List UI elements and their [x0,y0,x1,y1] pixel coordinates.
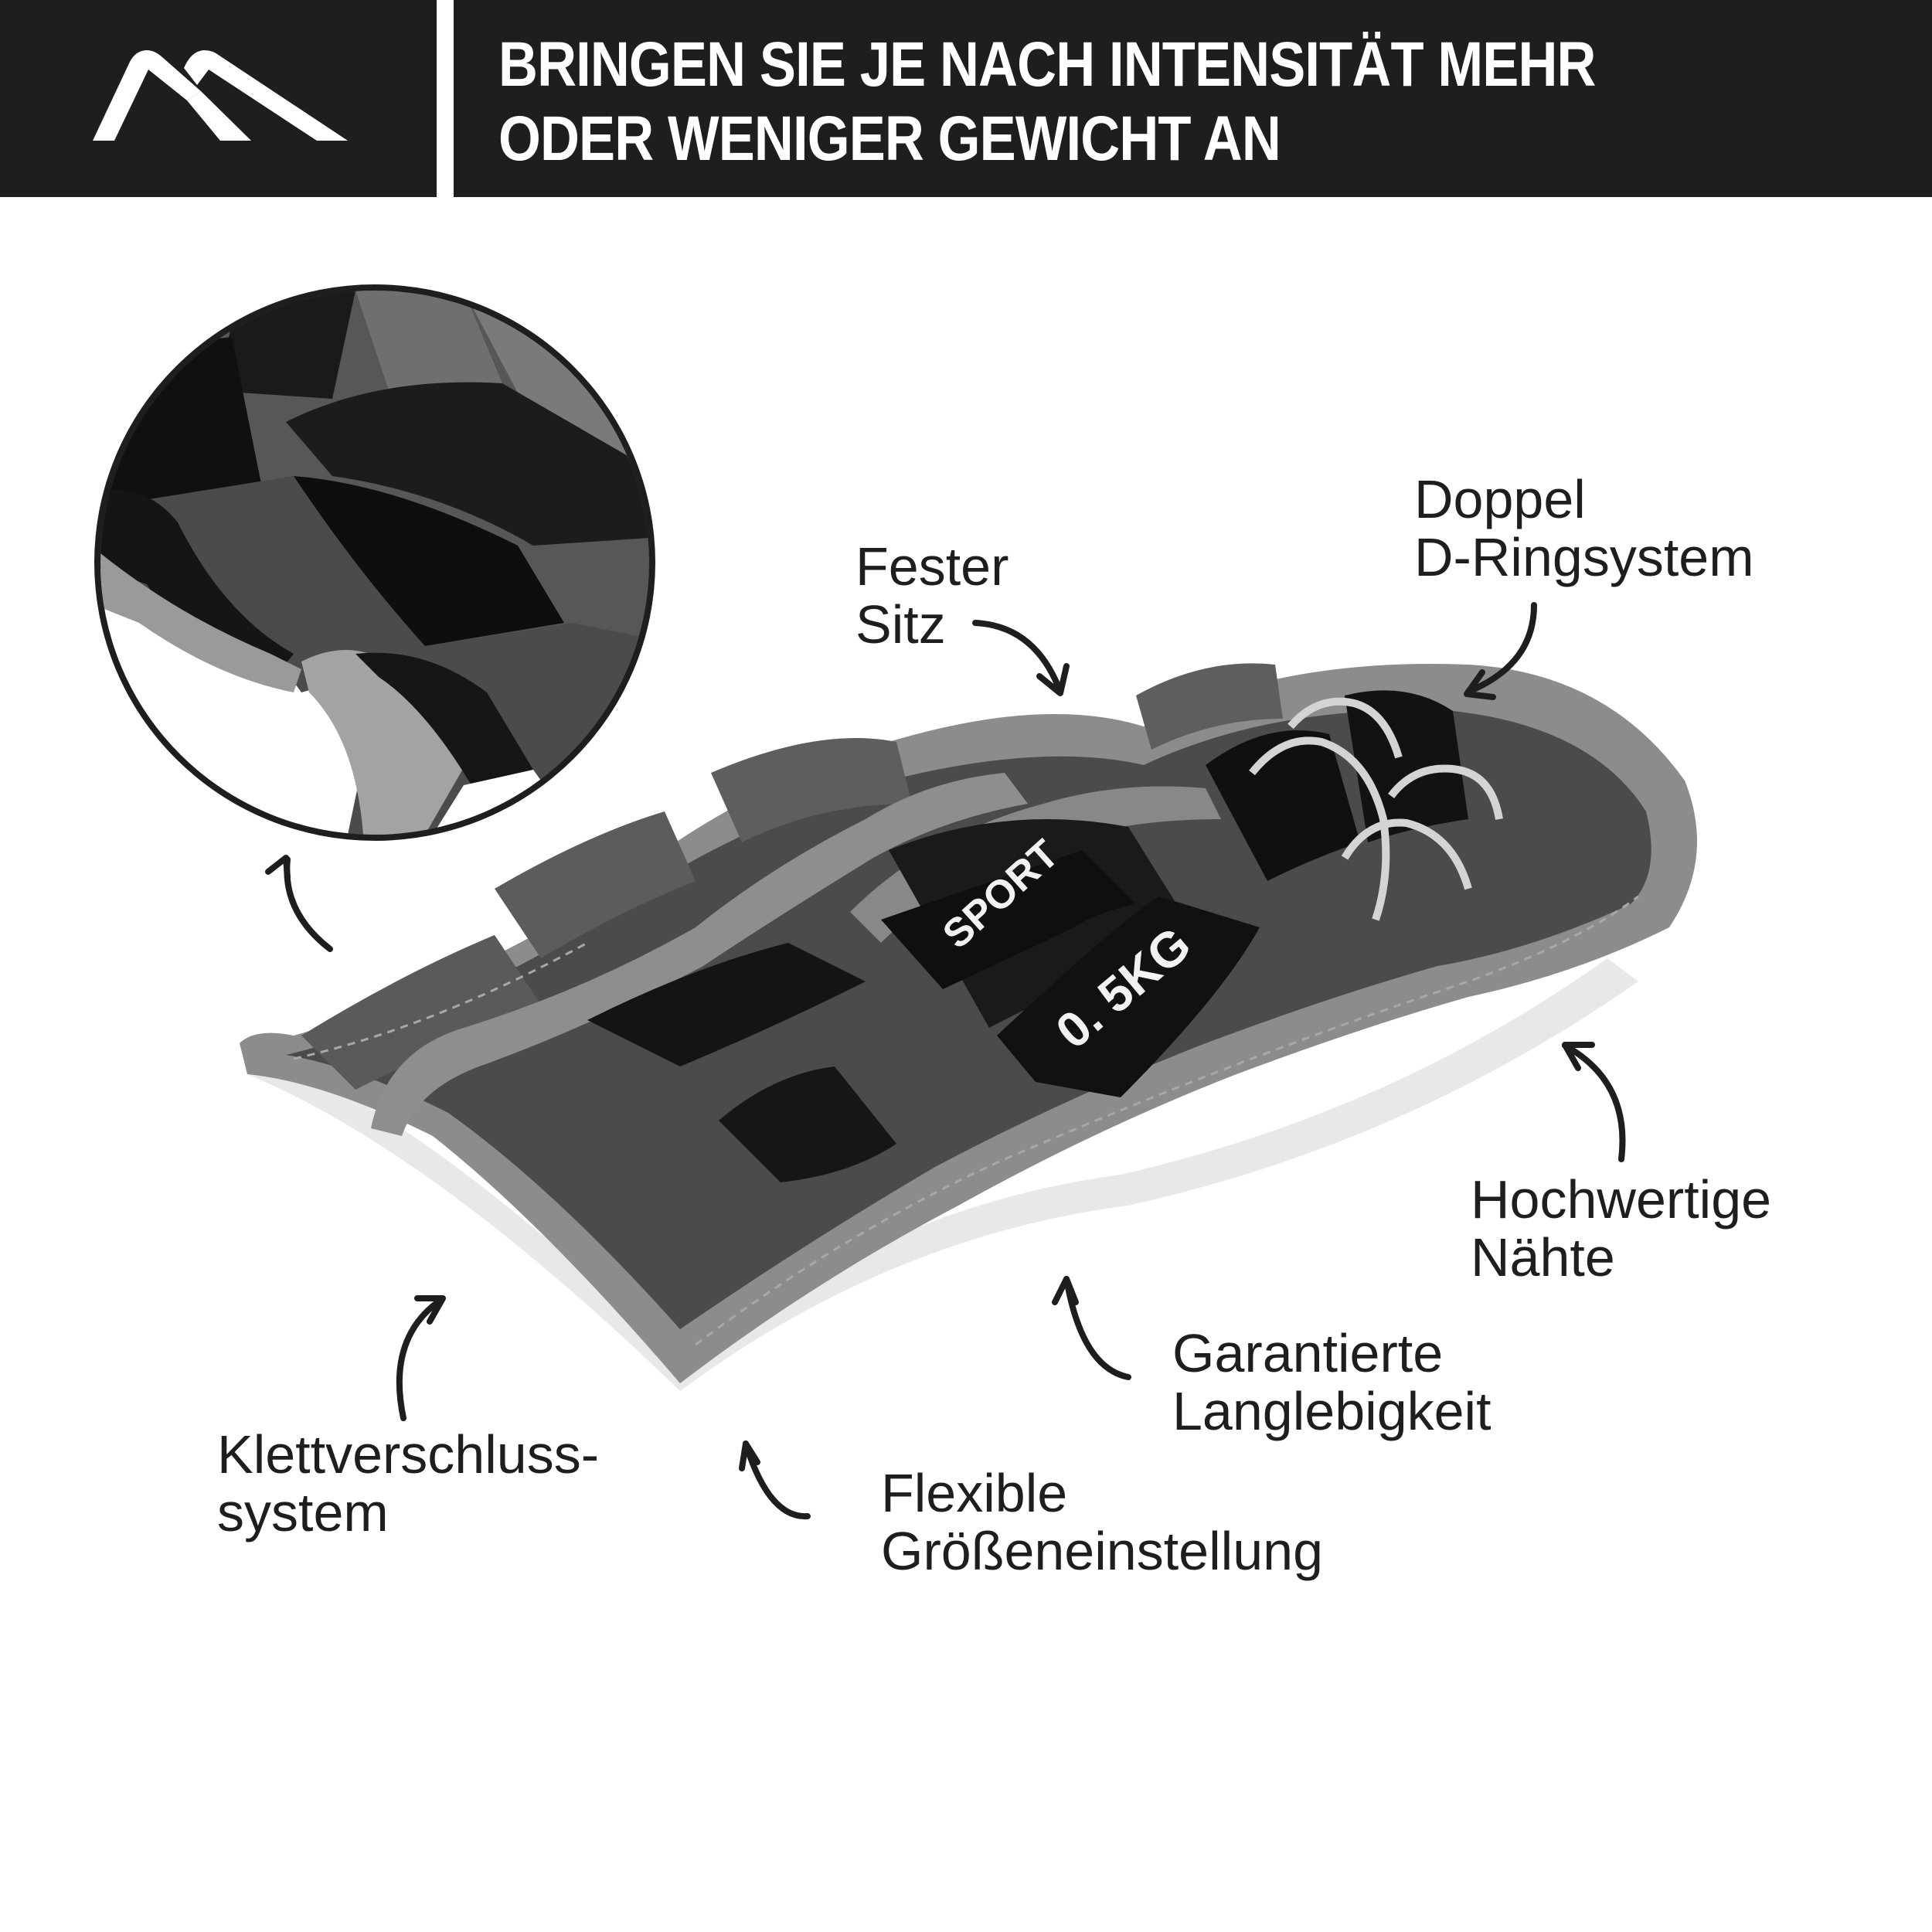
callout-line: Flexible [881,1463,1068,1523]
callout-line: Klettverschluss- [217,1424,600,1485]
binding-strap [371,773,1028,1136]
mountain-logo-icon [93,50,348,141]
weight-label-patch: 0. 5KG [997,896,1260,1097]
d-rings [1249,697,1503,921]
title-line-2: ODER WENIGER GEWICHT AN [498,104,1281,174]
callout-klettverschluss-system: Klettverschluss- system [217,1426,599,1542]
callout-line: Doppel [1414,469,1586,529]
callout-line: Fester [855,536,1009,597]
callout-line: Nähte [1471,1227,1615,1287]
header-title-panel: BRINGEN SIE JE NACH INTENSITÄT MEHR ODER… [454,0,1932,197]
callout-line: Sitz [855,594,946,655]
callout-flexible-groesseneinstellung: Flexible Größeneinstellung [881,1464,1323,1580]
callout-line: Größeneinstellung [881,1521,1323,1581]
callout-line: system [217,1482,389,1543]
callout-fester-sitz: Fester Sitz [855,538,1009,654]
page-title: BRINGEN SIE JE NACH INTENSITÄT MEHR ODER… [498,28,1596,176]
title-line-1: BRINGEN SIE JE NACH INTENSITÄT MEHR [498,29,1596,100]
product-fabric [286,709,1651,1329]
callout-line: Hochwertige [1471,1169,1772,1230]
callout-hochwertige-naehte: Hochwertige Nähte [1471,1171,1771,1287]
callout-doppel-d-ringsystem: Doppel D-Ringsystem [1414,471,1754,587]
callout-line: Langlebigkeit [1172,1381,1492,1441]
callout-line: D-Ringsystem [1414,527,1754,587]
callout-line: Garantierte [1172,1323,1444,1383]
velcro-strap-end [719,1066,896,1182]
header-logo-panel [0,0,437,197]
callout-garantierte-langlebigkeit: Garantierte Langlebigkeit [1172,1325,1492,1440]
velcro-strap [587,943,866,1066]
